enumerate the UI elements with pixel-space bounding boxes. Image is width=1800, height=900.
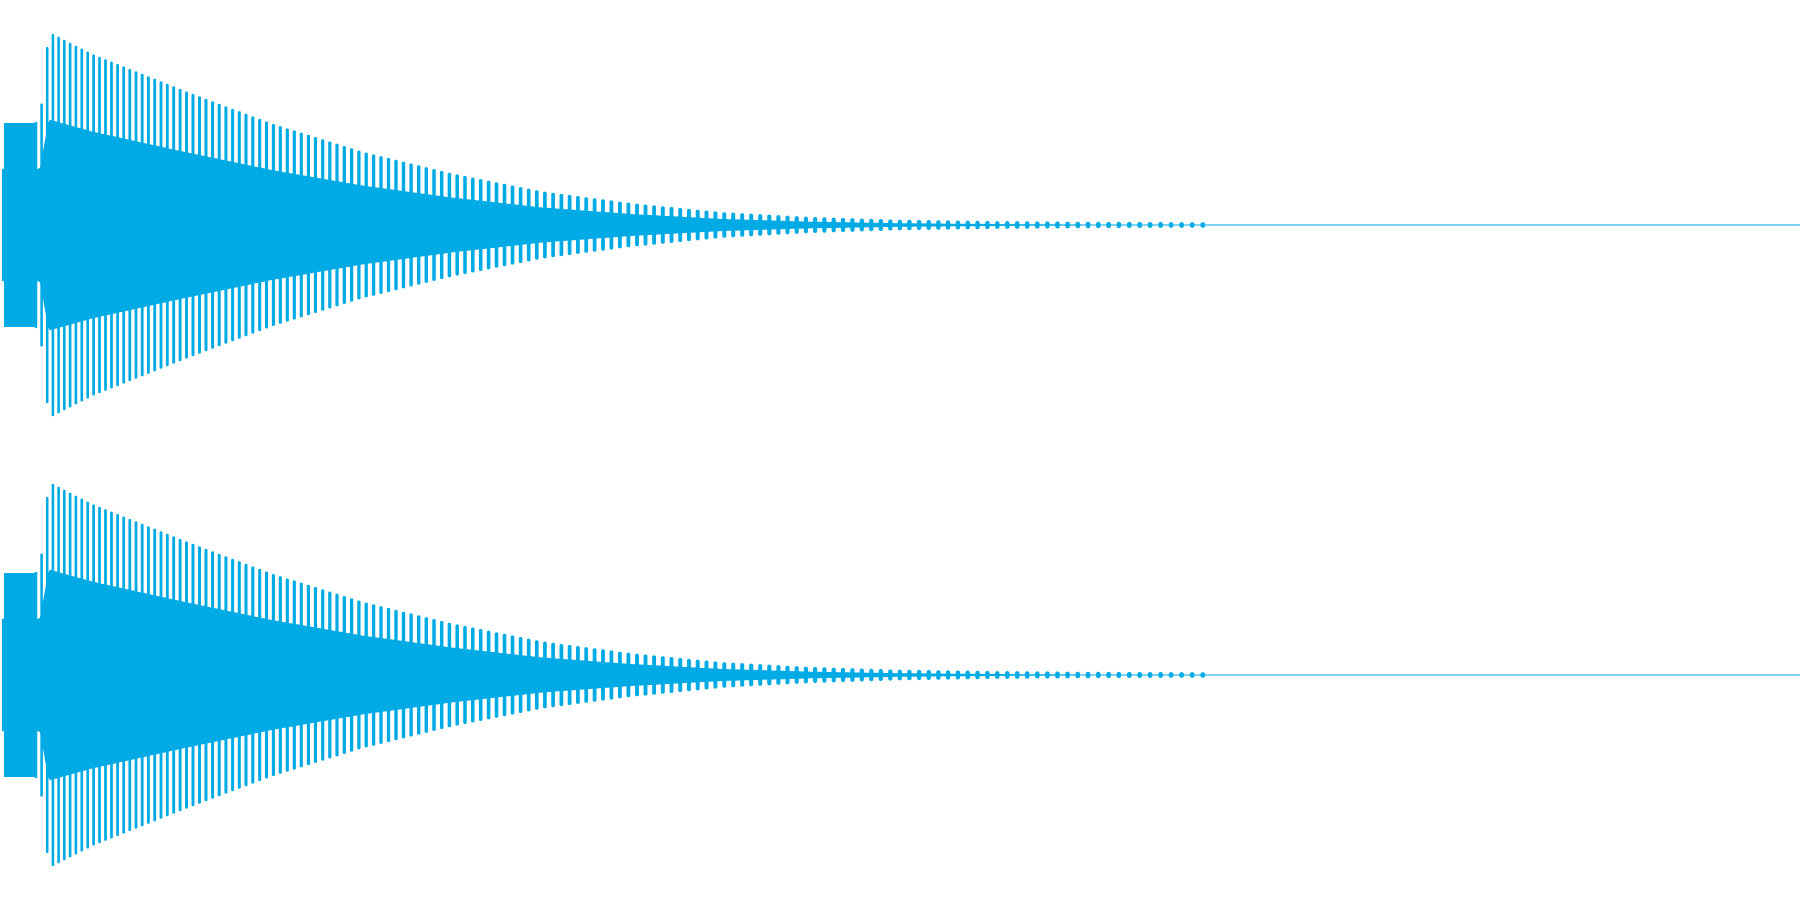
channel-1-track xyxy=(2,33,1800,417)
waveform-oscillation xyxy=(34,33,1206,417)
waveform-onset xyxy=(4,123,36,327)
waveform-onset xyxy=(4,573,36,777)
channel-2-track xyxy=(2,483,1800,867)
waveform-oscillation xyxy=(34,483,1206,867)
